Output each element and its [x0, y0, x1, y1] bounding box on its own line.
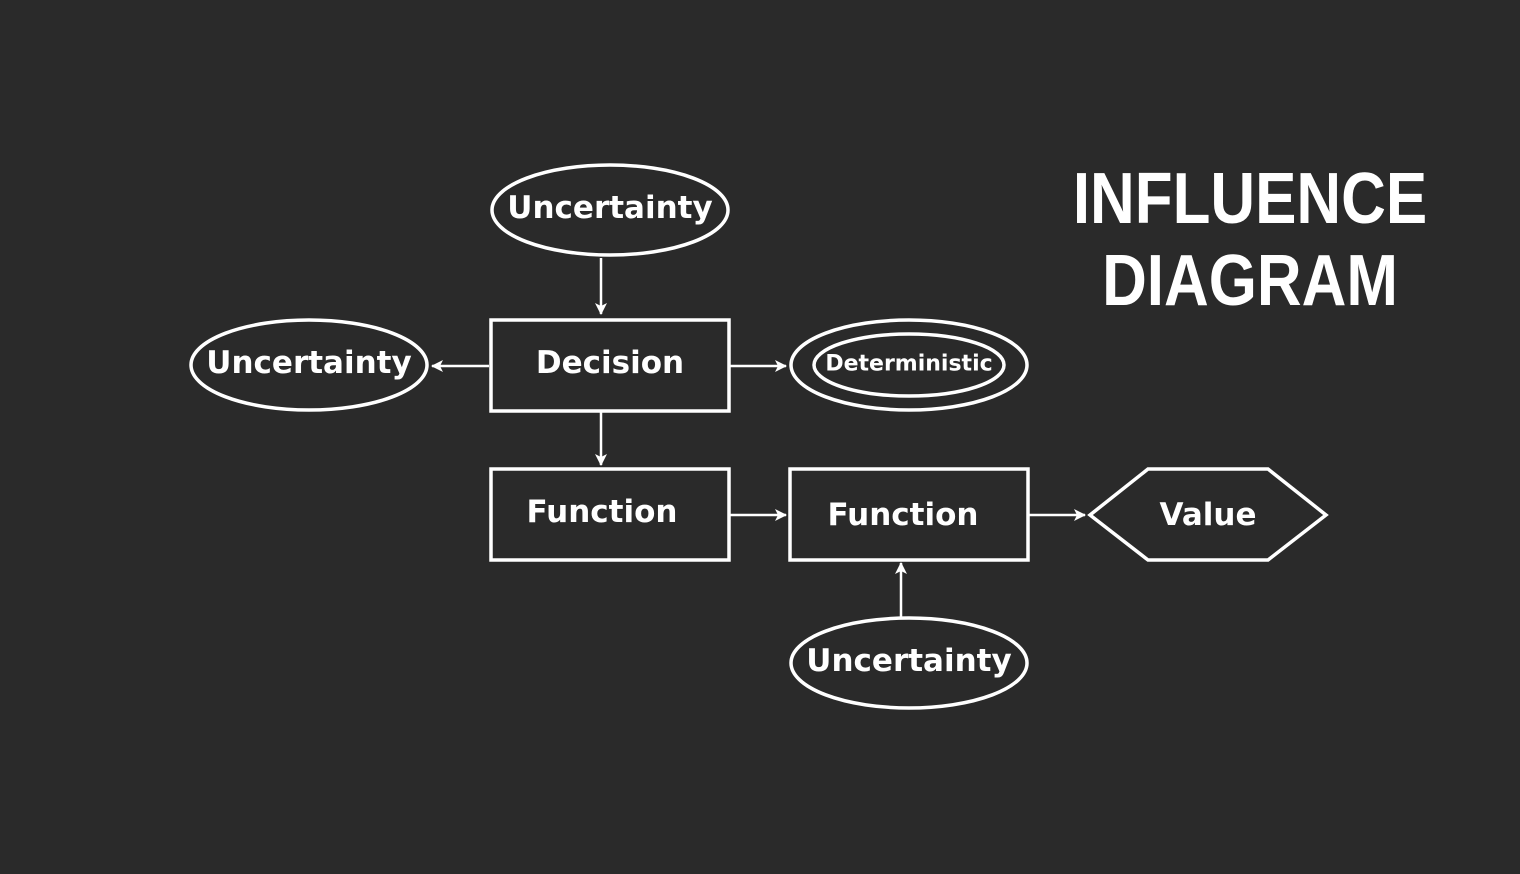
function-node-left: Function	[489, 467, 731, 562]
uncertainty-node-bottom: Uncertainty	[789, 616, 1029, 710]
function-right-label: Function	[828, 497, 979, 533]
diagram-title: INFLUENCE DIAGRAM	[1069, 158, 1430, 322]
uncertainty-node-left: Uncertainty	[189, 318, 429, 412]
uncertainty-node-top: Uncertainty	[490, 163, 730, 257]
title-line-2: DIAGRAM	[1102, 241, 1398, 321]
deterministic-label: Deterministic	[825, 352, 992, 377]
uncertainty-top-label: Uncertainty	[507, 190, 712, 226]
function-node-right: Function	[788, 467, 1030, 562]
decision-label: Decision	[536, 345, 684, 381]
decision-node: Decision	[489, 318, 731, 413]
uncertainty-bottom-label: Uncertainty	[806, 643, 1011, 679]
deterministic-node: Deterministic	[789, 318, 1029, 412]
title-line-1: INFLUENCE	[1072, 159, 1428, 239]
value-label: Value	[1160, 497, 1257, 533]
uncertainty-left-label: Uncertainty	[206, 345, 411, 381]
function-left-label: Function	[527, 494, 678, 530]
value-node: Value	[1087, 467, 1329, 562]
